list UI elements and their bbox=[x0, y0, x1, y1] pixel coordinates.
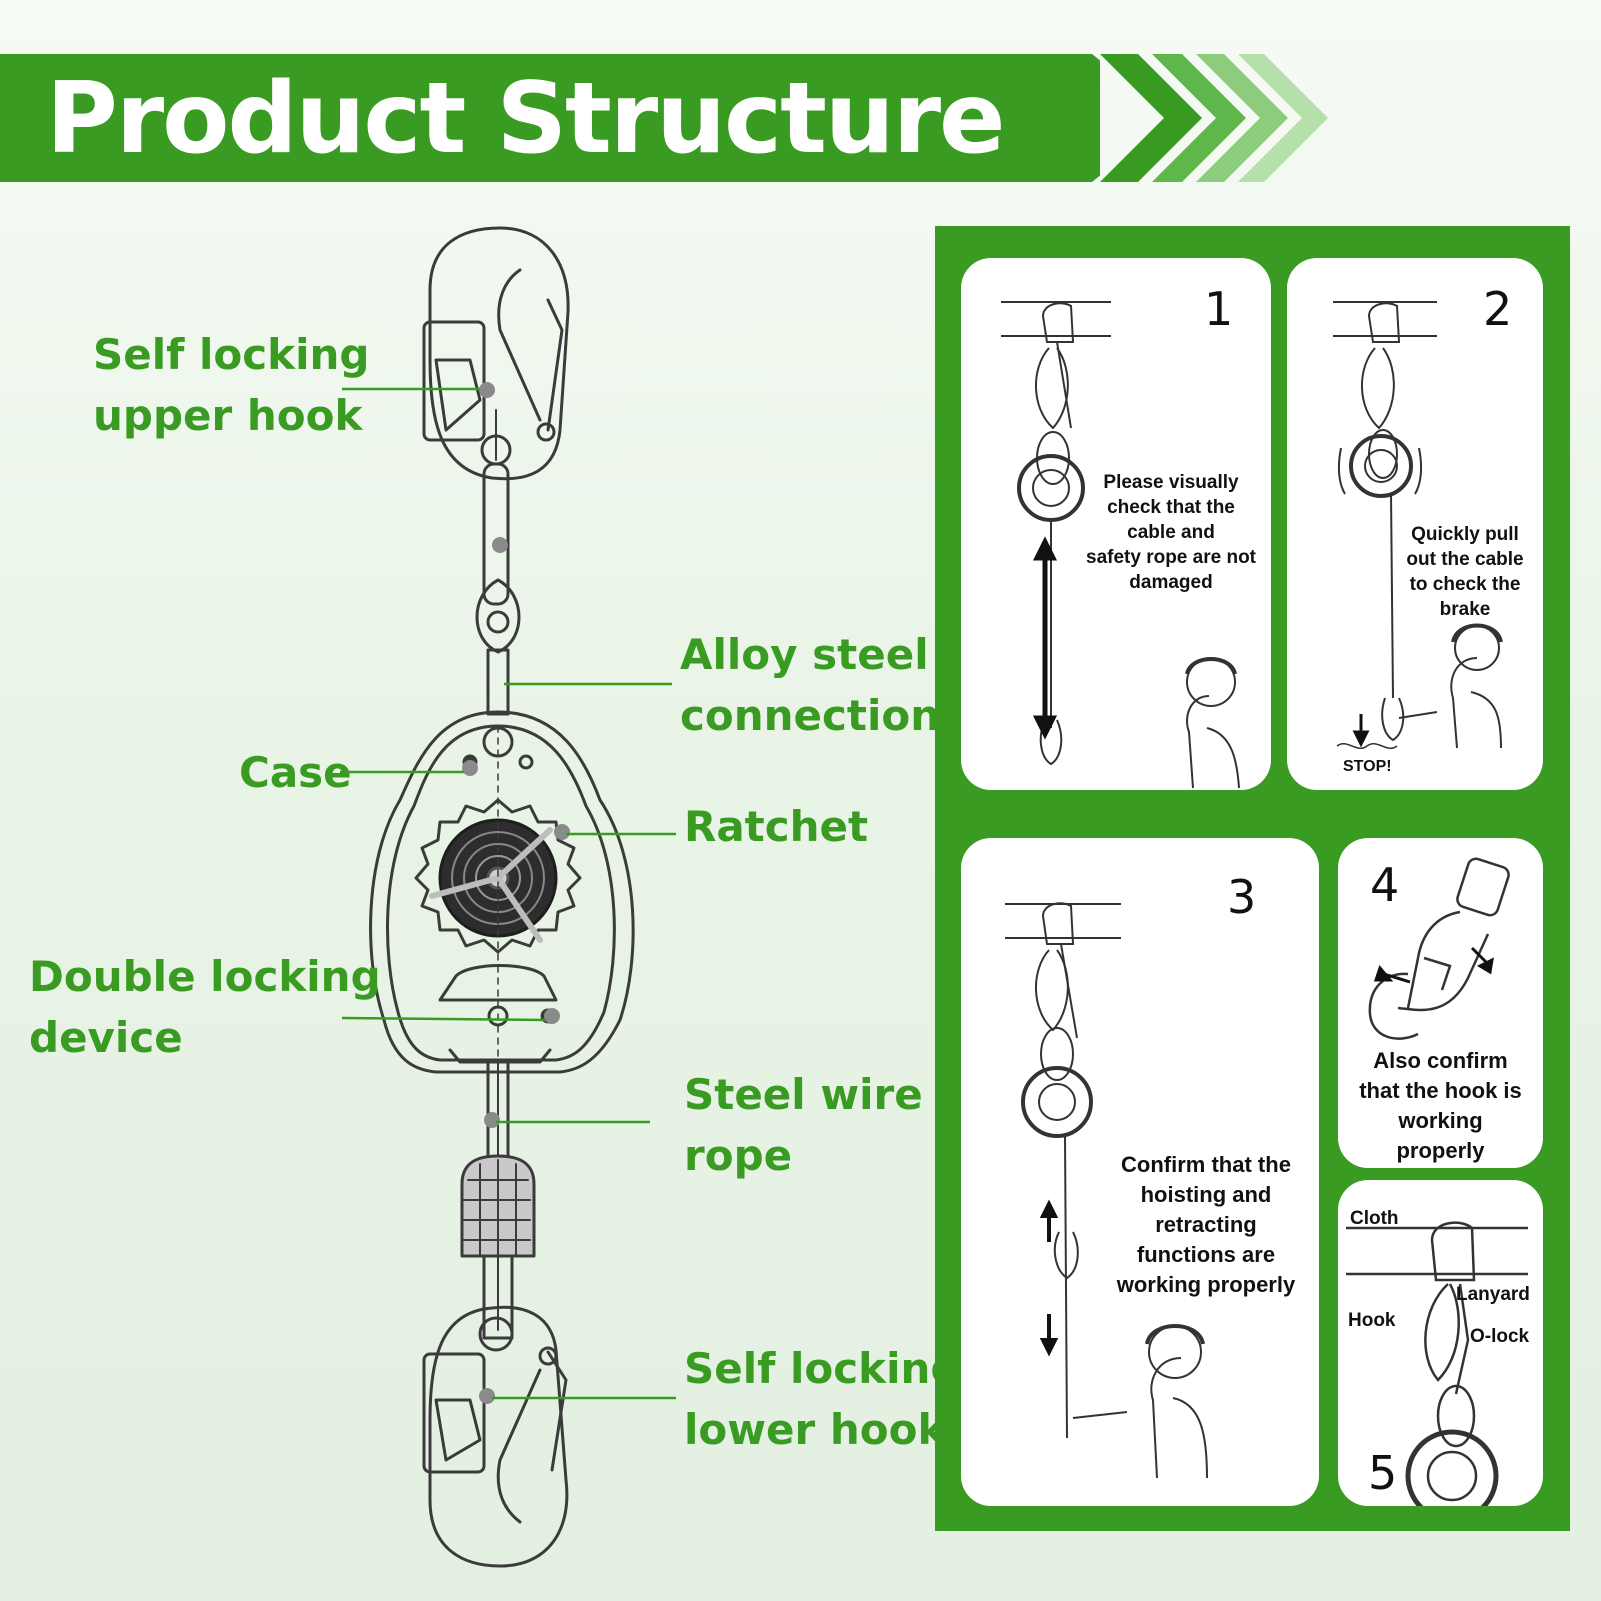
step-card-2: 2 Quickly pull out the cable to check th… bbox=[1287, 258, 1543, 790]
step-number-3: 3 bbox=[1227, 870, 1257, 924]
label-ratchet: Ratchet bbox=[684, 802, 869, 851]
inspection-steps-panel: 1 Please visually check that the cable a… bbox=[935, 226, 1570, 1531]
step-3-illustration bbox=[1005, 902, 1208, 1479]
step-number-1: 1 bbox=[1204, 282, 1234, 336]
step-card-3: 3 Confirm that the hoisting and retracti… bbox=[961, 838, 1319, 1506]
label-double-locking: Double locking device bbox=[29, 952, 381, 1062]
label-lanyard: Lanyard bbox=[1456, 1284, 1530, 1305]
step-5-illustration bbox=[1346, 1221, 1528, 1506]
retractable-lifeline-diagram bbox=[340, 226, 676, 1568]
lower-hook-drawing bbox=[422, 1305, 569, 1568]
label-olock: O-lock bbox=[1470, 1326, 1530, 1347]
upper-hook-drawing bbox=[422, 226, 570, 481]
label-steel-wire: Steel wire rope bbox=[684, 1070, 923, 1180]
label-hook: Hook bbox=[1348, 1310, 1396, 1331]
label-cloth: Cloth bbox=[1350, 1208, 1399, 1229]
label-case: Case bbox=[239, 748, 352, 797]
step-card-4: 4 Also confirm that the hook is working … bbox=[1338, 838, 1543, 1168]
step-4-illustration bbox=[1368, 857, 1510, 1040]
step-1-illustration bbox=[1001, 301, 1240, 789]
step-card-5: Cloth Lanyard Hook O-lock 5 bbox=[1338, 1180, 1543, 1506]
alloy-connection-drawing bbox=[475, 462, 521, 716]
label-lower-hook: Self locking lower hook bbox=[684, 1344, 961, 1454]
step-text-3: Confirm that the hoisting and retracting… bbox=[1116, 1152, 1296, 1297]
step-text-2: Quickly pull out the cable to check the … bbox=[1406, 524, 1524, 620]
label-upper-hook: Self locking upper hook bbox=[93, 330, 370, 440]
stop-label: STOP! bbox=[1343, 758, 1392, 775]
label-alloy-connection: Alloy steel connection bbox=[680, 630, 941, 740]
page-title: Product Structure bbox=[46, 62, 1005, 176]
title-banner bbox=[0, 54, 1100, 182]
step-2-illustration bbox=[1333, 301, 1503, 749]
step-card-1: 1 Please visually check that the cable a… bbox=[961, 258, 1271, 790]
steel-wire-rope-drawing bbox=[460, 1060, 536, 1340]
step-text-1: Please visually check that the cable and… bbox=[1086, 472, 1256, 593]
step-number-2: 2 bbox=[1483, 282, 1513, 336]
step-text-4: Also confirm that the hook is working pr… bbox=[1359, 1048, 1522, 1163]
chevron-arrows-icon bbox=[1100, 54, 1328, 182]
step-number-4: 4 bbox=[1370, 858, 1400, 912]
step-number-5: 5 bbox=[1368, 1446, 1398, 1500]
